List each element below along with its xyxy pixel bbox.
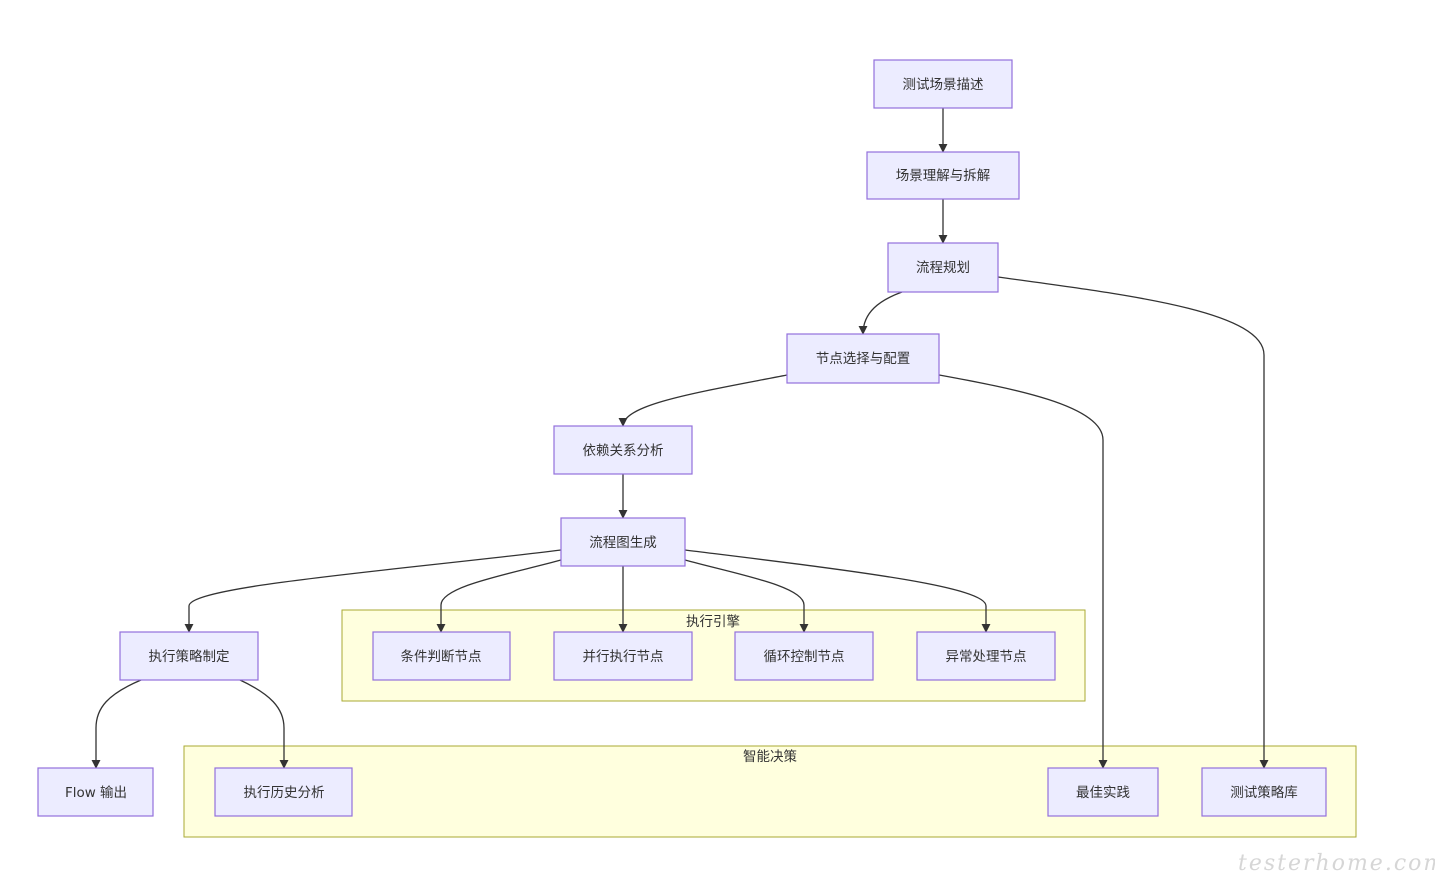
node-scenario-desc: 测试场景描述 [873, 59, 1013, 109]
node-exec-history-label: 执行历史分析 [244, 785, 325, 801]
node-flowchart-gen-label: 流程图生成 [589, 535, 657, 551]
edge-node-select-to-dependency [618, 374, 788, 427]
node-exception: 异常处理节点 [916, 631, 1056, 681]
node-scenario-understand: 场景理解与拆解 [866, 151, 1020, 200]
node-cond: 条件判断节点 [372, 631, 511, 681]
node-exec-strategy-label: 执行策略制定 [149, 648, 230, 665]
node-flow-output-label: Flow 输出 [65, 785, 127, 801]
watermark: testerhome.com [1238, 851, 1435, 876]
node-strategy-lib-label: 测试策略库 [1230, 784, 1298, 801]
node-exec-strategy: 执行策略制定 [119, 631, 259, 681]
node-best-practice: 最佳实践 [1047, 767, 1159, 817]
node-loop: 循环控制节点 [734, 631, 874, 681]
node-exec-history: 执行历史分析 [214, 767, 353, 817]
watermark-text: testerhome.com [1238, 851, 1435, 876]
edge-flowchart-to-exec-strategy [184, 549, 562, 633]
cluster-engine-label: 执行引擎 [686, 614, 740, 630]
edge-flowchart-to-loop-node [684, 559, 809, 633]
node-strategy-lib: 测试策略库 [1201, 767, 1327, 817]
node-best-practice-label: 最佳实践 [1076, 785, 1130, 801]
node-flowchart-gen: 流程图生成 [560, 517, 686, 567]
node-flow-plan-label: 流程规划 [916, 260, 970, 276]
node-flow-plan: 流程规划 [887, 242, 999, 293]
node-node-select: 节点选择与配置 [786, 333, 940, 384]
node-node-select-label: 节点选择与配置 [816, 351, 911, 367]
node-exception-label: 异常处理节点 [946, 649, 1027, 665]
edge-flow-plan-to-node-select [858, 291, 903, 335]
node-dependency: 依赖关系分析 [553, 425, 693, 475]
edge-flowchart-to-exception-node [684, 549, 991, 633]
edge-exec-strategy-to-flow-output [91, 679, 142, 769]
node-parallel: 并行执行节点 [553, 631, 693, 681]
edge-flow-plan-to-strategy-lib [997, 276, 1269, 769]
node-loop-label: 循环控制节点 [764, 649, 845, 665]
edge-flowchart-to-cond-node [436, 559, 562, 633]
node-parallel-label: 并行执行节点 [583, 649, 664, 665]
node-scenario-understand-label: 场景理解与拆解 [896, 168, 991, 184]
edges [91, 108, 1269, 769]
cluster-decision: 智能决策 [183, 745, 1357, 838]
node-cond-label: 条件判断节点 [401, 648, 482, 665]
cluster-decision-label: 智能决策 [743, 748, 797, 765]
node-flow-output: Flow 输出 [37, 767, 154, 817]
edge-node-select-to-best-practice [938, 374, 1108, 769]
edge-exec-strategy-to-exec-history [239, 679, 289, 769]
node-dependency-label: 依赖关系分析 [583, 443, 664, 459]
node-scenario-desc-label: 测试场景描述 [903, 77, 984, 93]
